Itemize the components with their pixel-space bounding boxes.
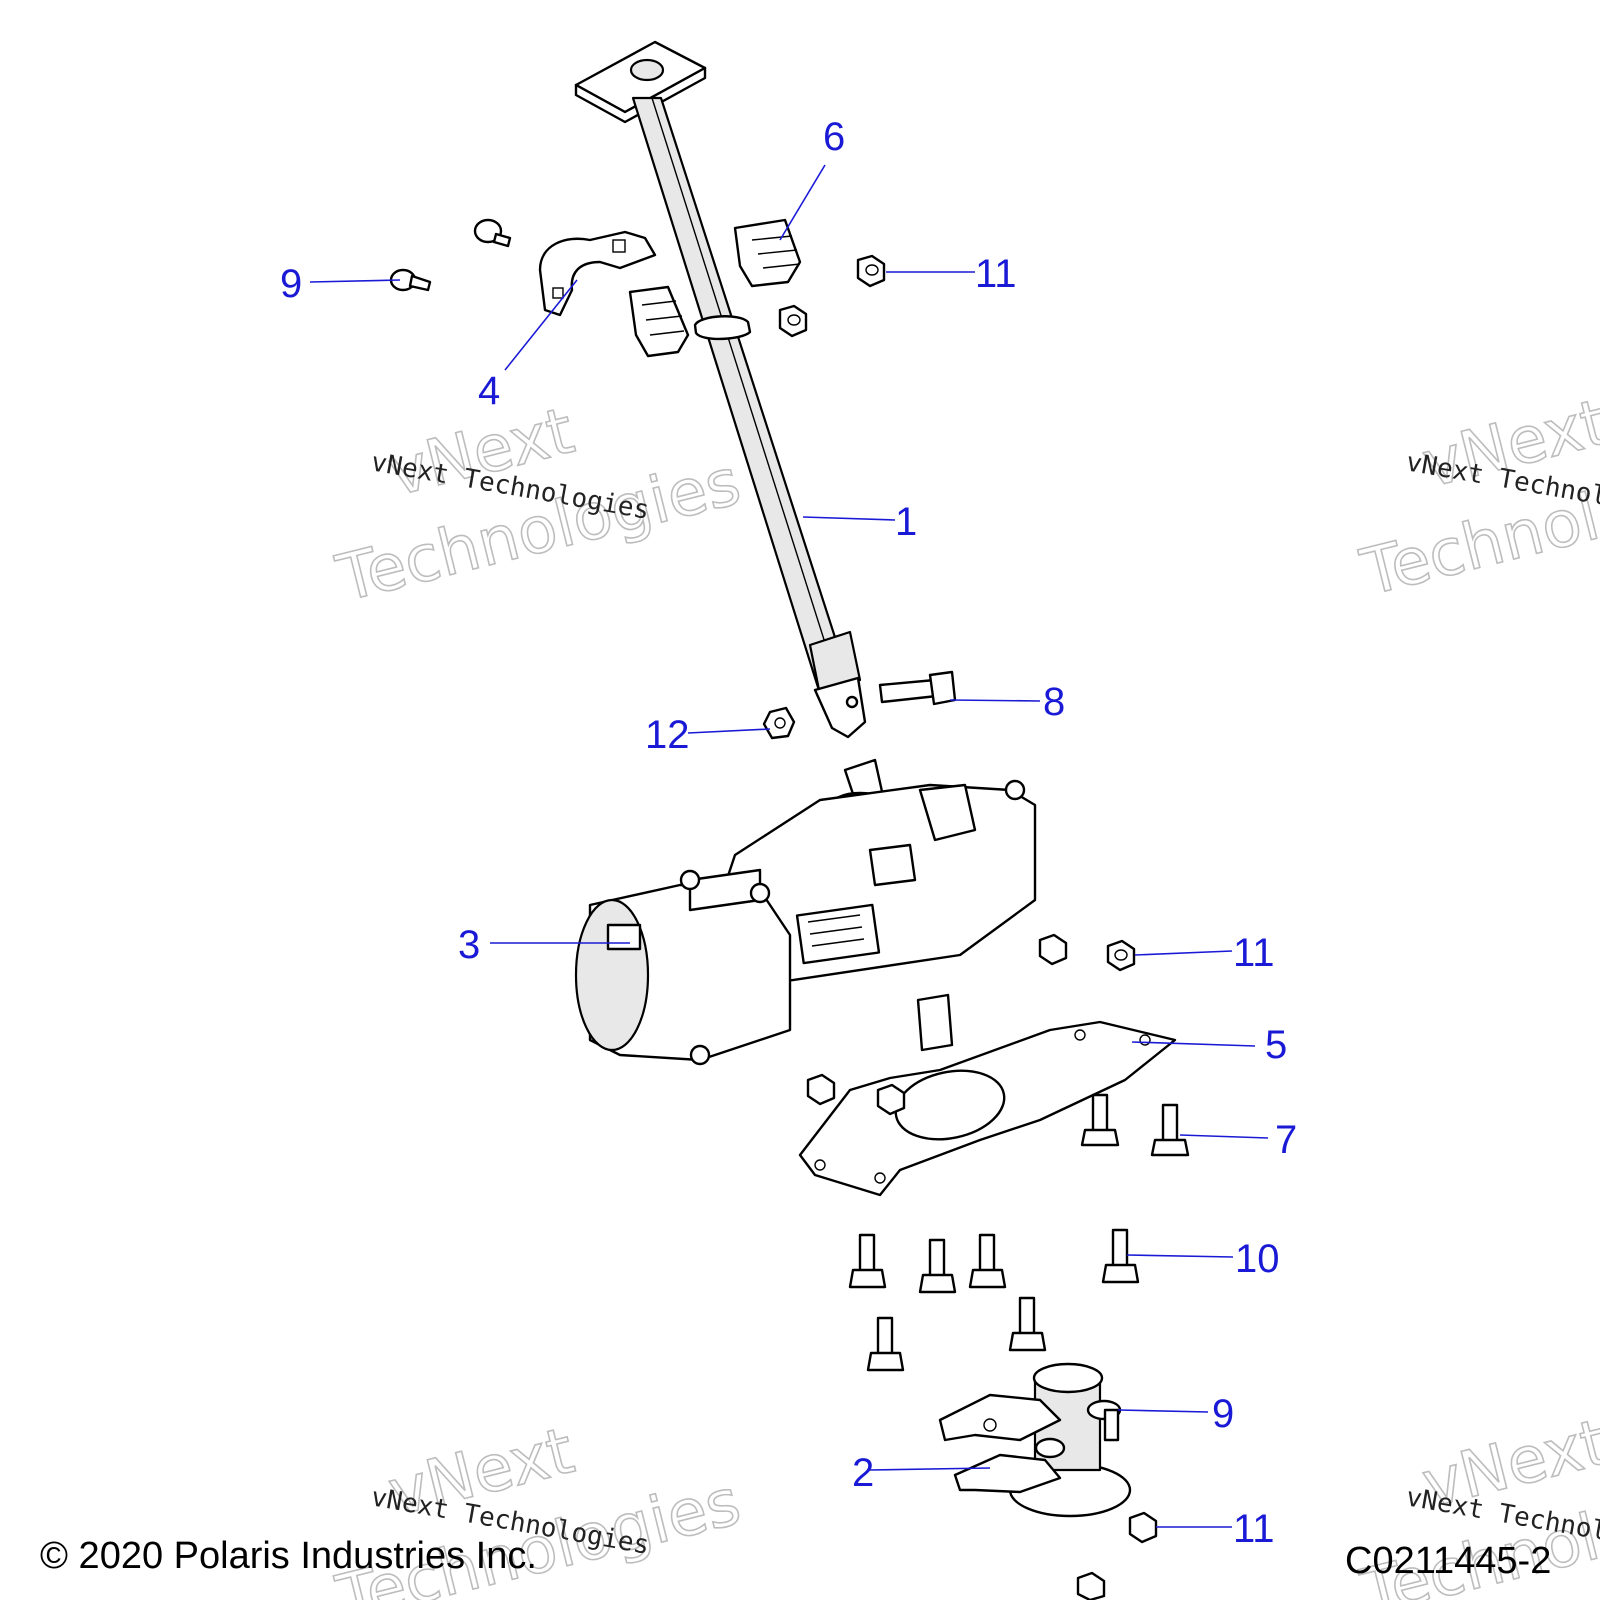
nut-11-upper (856, 254, 886, 288)
callout-1: 1 (895, 500, 917, 544)
callout-8: 8 (1043, 680, 1065, 724)
leader-9b (1117, 1409, 1209, 1413)
figure-id-text: C0211445-2 (1345, 1540, 1552, 1582)
nut-11-mid-a (1038, 933, 1068, 966)
callout-11b: 11 (1233, 931, 1275, 975)
leader-4 (504, 279, 578, 371)
bolt-10-a (848, 1233, 887, 1289)
callout-7: 7 (1275, 1118, 1297, 1162)
leader-9a (309, 279, 401, 283)
leader-10 (1126, 1254, 1234, 1258)
bushing-lower (628, 285, 690, 358)
callout-3: 3 (458, 923, 480, 967)
nut-plate-left (806, 1073, 836, 1106)
leader-12 (687, 728, 771, 734)
nut-11-mid-b (1106, 939, 1136, 972)
leader-1 (802, 516, 896, 521)
output-arm-assembly (938, 1362, 1132, 1518)
nut-11-lower-a (1128, 1511, 1158, 1544)
pinch-bolt (878, 670, 957, 706)
bolt-10-b (918, 1238, 957, 1294)
leader-8 (949, 699, 1041, 702)
callout-9a: 9 (280, 262, 302, 306)
steering-column-shaft (574, 40, 867, 739)
callout-5: 5 (1265, 1023, 1287, 1067)
mounting-plate (798, 1020, 1177, 1197)
nut-plate-mid (876, 1083, 906, 1116)
callout-6: 6 (823, 115, 845, 159)
bushing-upper (733, 218, 802, 288)
bolt-9-upper (389, 268, 432, 292)
bolt-10-c (968, 1233, 1007, 1289)
bolt-7-b (1150, 1103, 1190, 1157)
bolt-7-a (1080, 1093, 1120, 1147)
callout-group: 1 2 3 4 5 6 7 8 9 9 10 11 11 11 12 (280, 115, 1297, 1551)
callout-10: 10 (1235, 1237, 1280, 1281)
callout-12: 12 (645, 713, 690, 757)
pinch-nut (762, 706, 796, 740)
leader-11b (1134, 950, 1233, 956)
bolt-10-d (1101, 1228, 1140, 1284)
clamp-bracket (538, 230, 657, 317)
leader-2 (867, 1467, 991, 1471)
callout-11c: 11 (1233, 1507, 1275, 1551)
leader-6 (779, 164, 826, 241)
callout-2: 2 (852, 1451, 874, 1495)
callout-4: 4 (478, 369, 500, 413)
bolt-upper-clamp (473, 218, 512, 248)
leader-5 (1131, 1041, 1256, 1047)
bolt-lower-b (1008, 1296, 1047, 1352)
callout-9b: 9 (1212, 1392, 1234, 1436)
nut-upper-clamp (778, 304, 808, 338)
bolt-lower-a (866, 1316, 905, 1372)
leader-7 (1179, 1134, 1269, 1139)
callout-11a: 11 (975, 252, 1017, 296)
nut-11-lower-b (1076, 1571, 1106, 1600)
power-steering-unit (574, 758, 1037, 1066)
copyright-text: © 2020 Polaris Industries Inc. (40, 1535, 537, 1577)
